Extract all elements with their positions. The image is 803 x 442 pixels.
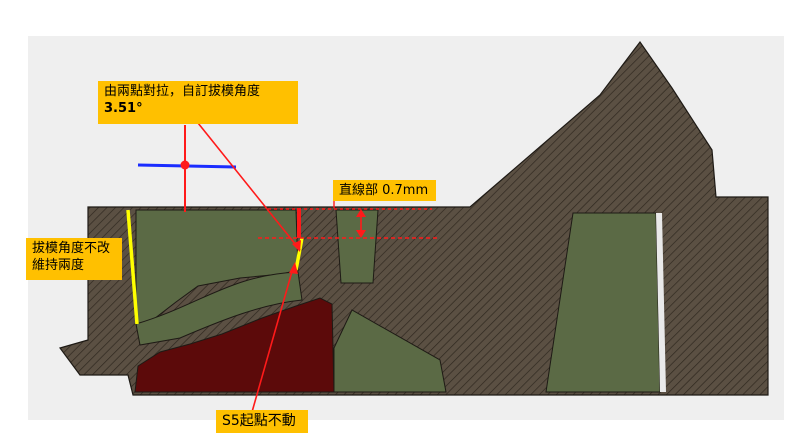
draft-unchanged-line2: 維持兩度 [32, 258, 85, 273]
dimension-arrow-down [356, 230, 366, 238]
draft-angle-callout: 由兩點對拉，自訂拔模角度 3.51° [98, 81, 298, 124]
flow-channel [135, 271, 303, 346]
dimension-arrow-up [356, 209, 366, 217]
s5-fixed-text: S5起點不動 [222, 413, 296, 429]
draft-angle-diagonal-leader [197, 122, 301, 251]
draft-angle-callout-text: 由兩點對拉，自訂拔模角度 [104, 84, 261, 99]
straight-section-callout: 直線部 0.7mm [333, 180, 436, 201]
straight-section-text: 直線部 0.7mm [339, 183, 429, 198]
s5-draft-line [294, 237, 304, 271]
draft-unchanged-line1: 拔模角度不改 [32, 241, 111, 256]
draft-unchanged-callout: 拔模角度不改 維持兩度 [26, 238, 122, 280]
left-draft-line [126, 209, 139, 325]
s5-fixed-callout: S5起點不動 [216, 410, 308, 433]
s5-arrowhead [289, 262, 298, 274]
draft-angle-point [180, 160, 190, 170]
draft-angle-value: 3.51° [104, 101, 143, 116]
middle-slot [335, 209, 379, 284]
draft-arrowhead [292, 240, 301, 252]
dark-red-region [134, 297, 335, 393]
right-cavity-edge [656, 213, 666, 392]
s5-leader [251, 267, 294, 413]
